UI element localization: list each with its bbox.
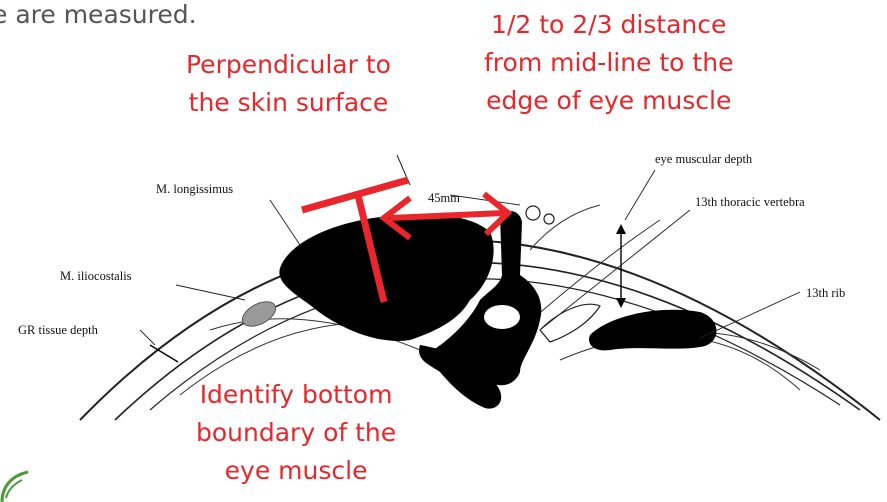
leader-iliocostalis bbox=[176, 285, 245, 300]
distance-note: 1/2 to 2/3 distance from mid-line to the… bbox=[484, 6, 733, 120]
perpendicular-note-line-2: the skin surface bbox=[186, 84, 391, 122]
label-45mm: 45mm bbox=[428, 191, 460, 205]
perpendicular-note-line-1: Perpendicular to bbox=[186, 46, 391, 84]
label-iliocostalis: M. iliocostalis bbox=[60, 269, 132, 283]
label-eye-depth: eye muscular depth bbox=[655, 152, 753, 166]
leader-eye-depth bbox=[625, 170, 655, 220]
leader-longissimus bbox=[270, 200, 300, 245]
spinal-canal bbox=[484, 305, 520, 329]
bottom-note-line-1: Identify bottom bbox=[196, 376, 396, 414]
label-rib: 13th rib bbox=[806, 286, 845, 300]
label-gr-depth: GR tissue depth bbox=[18, 323, 99, 337]
bottom-boundary-note: Identify bottom boundary of the eye musc… bbox=[196, 376, 396, 490]
bottom-note-line-2: boundary of the bbox=[196, 414, 396, 452]
university-logo bbox=[0, 468, 30, 502]
small-foramen-2 bbox=[544, 214, 554, 224]
arrowhead-up bbox=[616, 224, 626, 234]
red-skin-line bbox=[302, 180, 408, 210]
leader-rib bbox=[700, 292, 800, 338]
distance-note-line-1: 1/2 to 2/3 distance bbox=[484, 6, 733, 44]
label-vertebra: 13th thoracic vertebra bbox=[695, 195, 805, 209]
rib-shape bbox=[589, 310, 716, 351]
distance-note-line-3: edge of eye muscle bbox=[484, 82, 733, 120]
red-distance-arrow bbox=[390, 213, 504, 218]
distance-note-line-2: from mid-line to the bbox=[484, 44, 733, 82]
label-longissimus: M. longissimus bbox=[156, 182, 233, 196]
small-foramen bbox=[526, 206, 540, 220]
eye-muscle-shape bbox=[279, 214, 493, 341]
bottom-note-line-3: eye muscle bbox=[196, 452, 396, 490]
perpendicular-note: Perpendicular to the skin surface bbox=[186, 46, 391, 122]
inner-boundary-line-2 bbox=[530, 205, 600, 250]
leader-gr bbox=[140, 330, 155, 345]
arrowhead-down bbox=[616, 298, 626, 308]
